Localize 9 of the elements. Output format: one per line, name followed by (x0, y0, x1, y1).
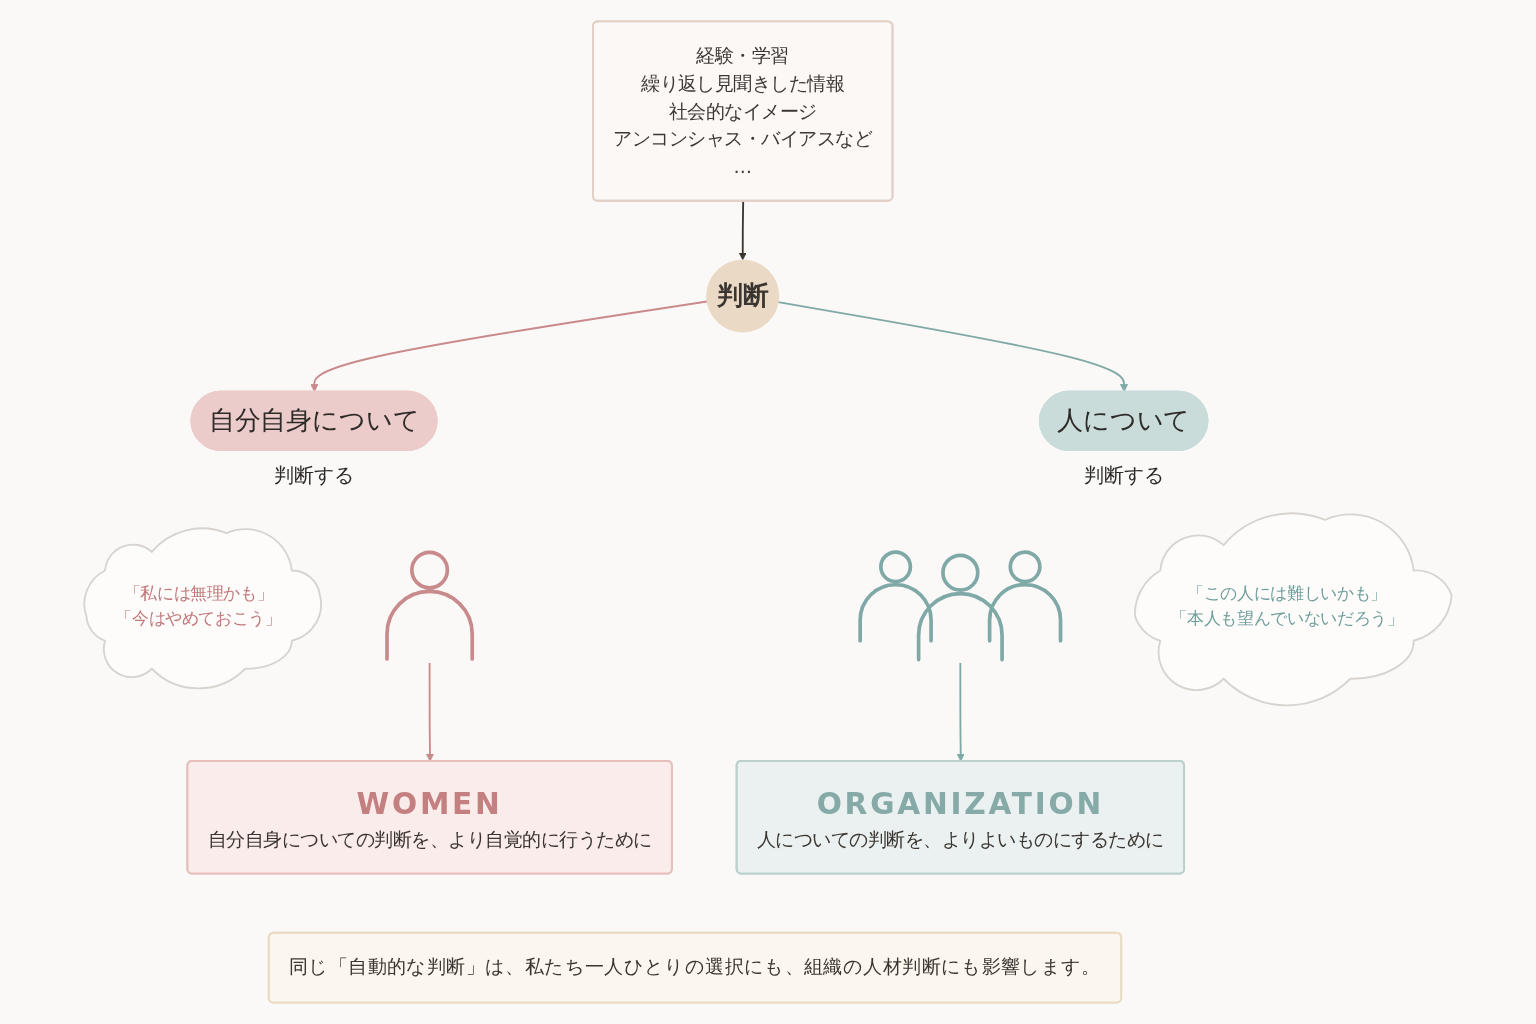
node-circle: 判断 (706, 259, 780, 333)
arrow (425, 662, 435, 762)
arrow (310, 300, 708, 393)
node-label: 判断する (1083, 462, 1164, 487)
node-label: 判断する (274, 462, 355, 487)
arrow (777, 301, 1129, 393)
arrow (956, 662, 965, 762)
arrow (738, 200, 747, 261)
node-people (856, 548, 1064, 663)
